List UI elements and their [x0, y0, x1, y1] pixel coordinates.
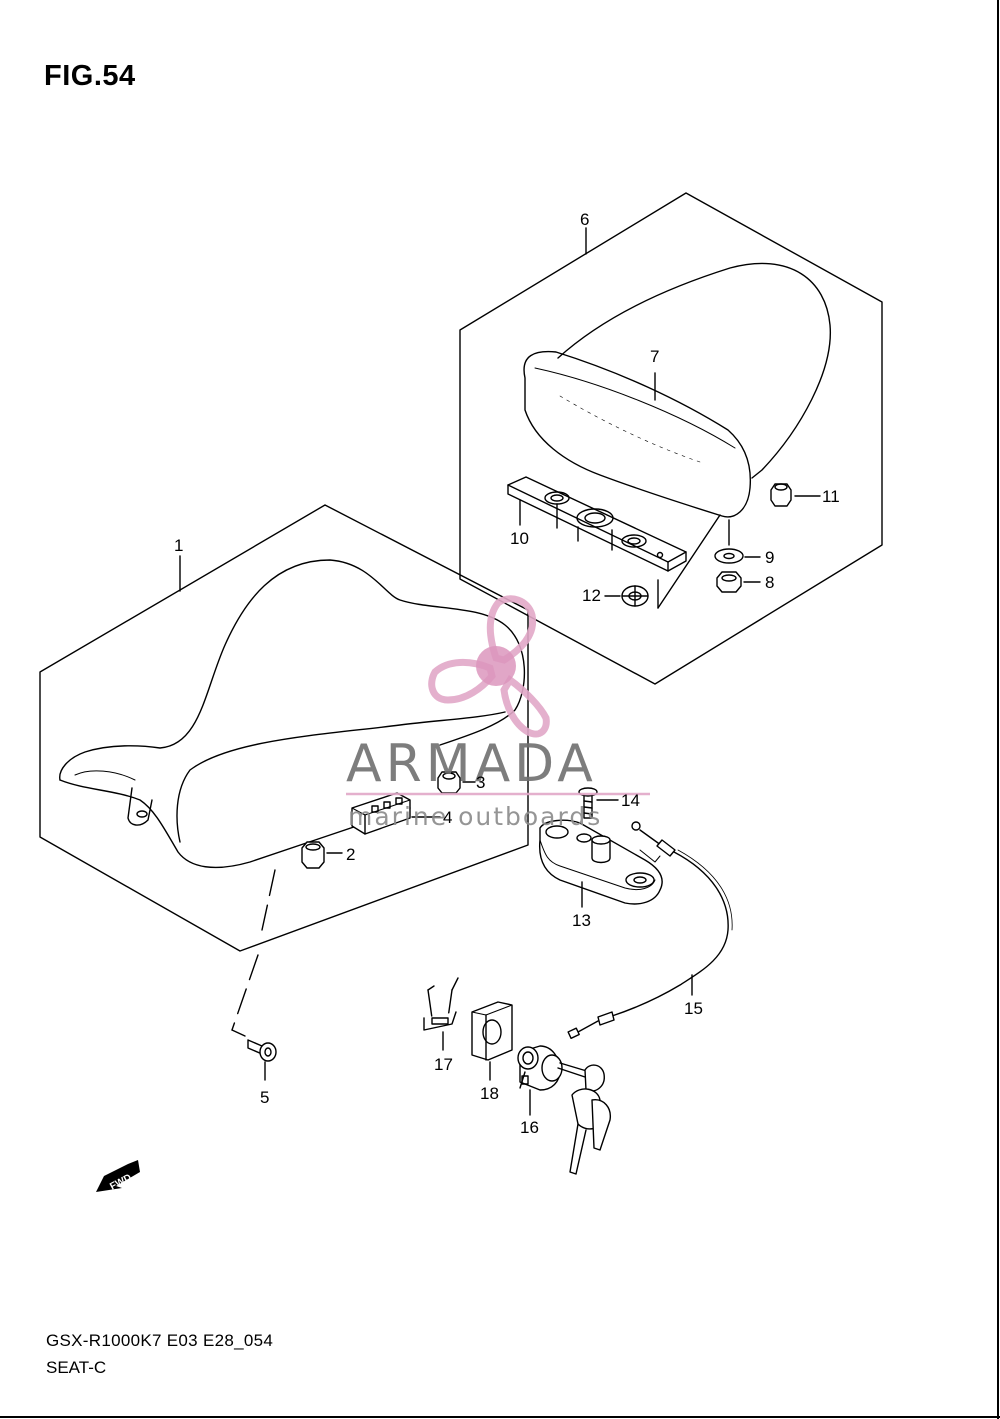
bolt-5: [247, 1039, 277, 1062]
nut-12: [621, 585, 649, 607]
figure-title: FIG.54: [44, 60, 136, 92]
part-label-16: 16: [520, 1118, 539, 1137]
seat-latch-13: [538, 819, 663, 905]
nut-8: [716, 571, 742, 593]
frame-border-right: [997, 0, 999, 1419]
front-seat-cover: [59, 559, 526, 781]
part-label-6: 6: [580, 210, 589, 229]
rear-seat-cover: [557, 262, 831, 479]
part-label-15: 15: [684, 999, 703, 1018]
watermark-logo: ARMADA marine outboards: [346, 595, 650, 831]
frame-border-bottom: [0, 1416, 1000, 1418]
rear-seat-group-outline: [459, 192, 883, 685]
section-name: SEAT-C: [46, 1358, 107, 1377]
forward-direction-icon: FWD: [96, 1160, 140, 1193]
part-label-18: 18: [480, 1084, 499, 1103]
nut-11: [770, 483, 792, 507]
rear-seat-bracket: [507, 476, 687, 572]
watermark-brand: ARMADA: [346, 734, 597, 794]
part-label-8: 8: [765, 573, 774, 592]
watermark-tagline: marine outboards: [348, 802, 602, 831]
seat-lock-16: [517, 1045, 611, 1175]
part-label-4: 4: [443, 808, 452, 827]
seat-lock-cable-15: [567, 821, 733, 1040]
washer-9: [714, 548, 744, 564]
rubber-2: [301, 841, 325, 869]
part-label-10: 10: [510, 529, 529, 548]
part-label-11: 11: [822, 487, 840, 506]
part-label-17: 17: [434, 1055, 453, 1074]
part-label-1: 1: [174, 536, 183, 555]
part-label-2: 2: [346, 845, 355, 864]
part-label-9: 9: [765, 548, 774, 567]
part-label-3: 3: [476, 773, 485, 792]
part-label-14: 14: [621, 791, 640, 810]
part-label-5: 5: [260, 1088, 269, 1107]
model-code: GSX-R1000K7 E03 E28_054: [46, 1331, 274, 1350]
rubber-3: [437, 771, 461, 794]
lock-plate-18: [471, 1001, 513, 1061]
part-label-7: 7: [650, 347, 659, 366]
part-label-12: 12: [582, 586, 601, 605]
part-label-13: 13: [572, 911, 591, 930]
holder-bracket-17: [423, 977, 459, 1031]
propeller-icon: [428, 595, 550, 738]
